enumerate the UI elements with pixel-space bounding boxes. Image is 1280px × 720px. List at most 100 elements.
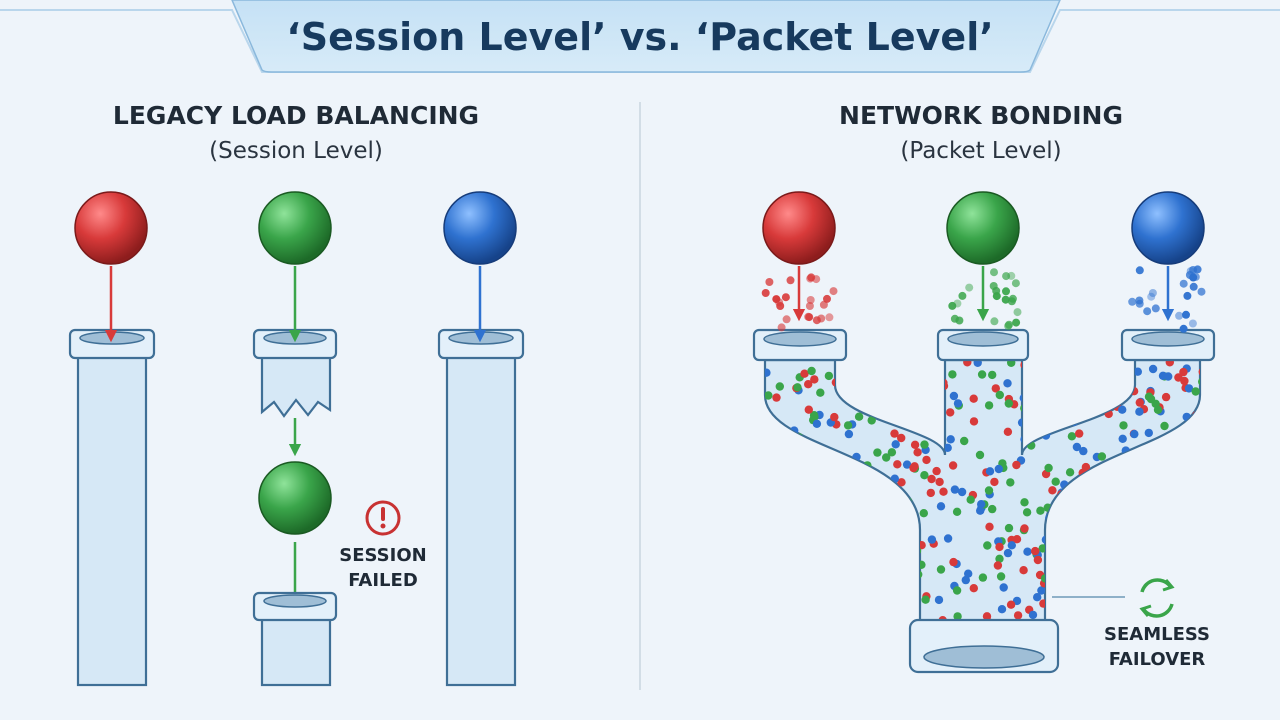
packet-dot bbox=[771, 467, 780, 477]
falling-packet-dot bbox=[1197, 287, 1206, 296]
packet-dot bbox=[1145, 526, 1154, 535]
packet-dot bbox=[920, 471, 929, 480]
packet-dot bbox=[1070, 565, 1080, 574]
alert-icon bbox=[365, 500, 401, 536]
packet-dot bbox=[969, 584, 978, 593]
packet-dot bbox=[1144, 428, 1154, 438]
packet-dot bbox=[996, 572, 1006, 581]
packet-dot bbox=[1138, 487, 1148, 496]
packet-dot bbox=[853, 391, 862, 400]
packet-dot bbox=[939, 487, 948, 496]
packet-dot bbox=[964, 569, 973, 578]
packet-dot bbox=[1004, 399, 1013, 408]
falling-packet-dot bbox=[1143, 307, 1152, 316]
packet-dot bbox=[765, 461, 766, 470]
packet-dot bbox=[1139, 524, 1149, 533]
falling-packet-dot bbox=[1011, 279, 1020, 288]
packet-dot bbox=[885, 378, 894, 388]
packet-dot bbox=[765, 461, 770, 471]
packet-dot bbox=[908, 609, 918, 618]
packet-dot bbox=[1048, 486, 1057, 495]
packet-dot bbox=[887, 448, 897, 457]
packet-dot bbox=[842, 363, 852, 373]
packet-dot bbox=[779, 432, 788, 442]
falling-packet-dot bbox=[989, 282, 998, 290]
packet-dot bbox=[768, 514, 778, 523]
packet-dot bbox=[1179, 438, 1188, 447]
falling-packet-dot bbox=[807, 273, 816, 282]
packet-dot bbox=[824, 488, 834, 497]
packet-dot bbox=[1073, 488, 1083, 497]
packet-dot bbox=[778, 428, 787, 437]
packet-dot bbox=[1037, 395, 1046, 404]
packet-dot bbox=[1091, 386, 1100, 395]
falling-packet-dot bbox=[1012, 318, 1021, 327]
falling-packet-dot bbox=[777, 323, 786, 332]
packet-dot bbox=[1149, 591, 1158, 600]
packet-dot bbox=[786, 578, 795, 587]
packet-dot bbox=[1065, 468, 1075, 477]
restart-pipe-green bbox=[252, 591, 338, 687]
packet-dot bbox=[1184, 384, 1194, 393]
packet-dot bbox=[995, 554, 1004, 563]
packet-dot bbox=[957, 487, 967, 497]
packet-dot bbox=[1130, 537, 1139, 546]
packet-dot bbox=[919, 509, 928, 518]
packet-dot bbox=[858, 360, 867, 368]
packet-dot bbox=[854, 412, 864, 421]
packet-dot bbox=[1070, 551, 1079, 561]
packet-dot bbox=[1151, 533, 1161, 542]
packet-dot bbox=[991, 384, 1000, 393]
packet-dot bbox=[984, 401, 994, 410]
packet-dot bbox=[1098, 505, 1107, 514]
packet-dot bbox=[1110, 559, 1119, 568]
falling-packet-dot bbox=[1189, 282, 1198, 291]
green-rerouted-ball bbox=[258, 461, 332, 535]
packet-dot bbox=[869, 518, 878, 527]
packet-dot bbox=[1068, 512, 1077, 521]
packet-dot bbox=[1006, 600, 1016, 609]
packet-dot bbox=[1072, 442, 1082, 452]
packet-dot bbox=[1168, 553, 1178, 562]
packet-dot bbox=[993, 561, 1003, 570]
packet-dot bbox=[765, 609, 771, 618]
packet-dot bbox=[1124, 521, 1134, 530]
packet-dot bbox=[1049, 384, 1059, 393]
packet-dot bbox=[825, 601, 834, 610]
falling-packet-dot bbox=[1148, 289, 1157, 297]
packet-dot bbox=[1174, 373, 1183, 382]
packet-dot bbox=[910, 440, 920, 449]
packet-dot bbox=[935, 477, 944, 487]
packet-dot bbox=[822, 464, 831, 473]
packet-dot bbox=[892, 582, 902, 591]
packet-dot bbox=[1187, 538, 1197, 548]
packet-dot bbox=[934, 595, 944, 605]
broken-pipe-green bbox=[252, 328, 338, 418]
packet-dot bbox=[1106, 507, 1115, 516]
packet-dot bbox=[862, 609, 871, 618]
packet-dot bbox=[847, 524, 856, 534]
packet-dot bbox=[765, 596, 774, 606]
packet-dot bbox=[1167, 561, 1176, 570]
packet-dot bbox=[1051, 477, 1060, 486]
packet-dot bbox=[1113, 385, 1123, 394]
packet-dot bbox=[808, 445, 817, 454]
packet-dot bbox=[927, 411, 936, 421]
packet-dot bbox=[866, 582, 876, 591]
packet-dot bbox=[1033, 593, 1042, 602]
packet-dot bbox=[1176, 579, 1185, 588]
packet-dot bbox=[879, 566, 888, 575]
packet-dot bbox=[831, 608, 841, 617]
packet-dot bbox=[976, 506, 985, 515]
packet-dot bbox=[1177, 541, 1186, 550]
packet-dot bbox=[1068, 551, 1077, 561]
packet-dot bbox=[1075, 429, 1084, 438]
packet-dot bbox=[844, 429, 854, 439]
packet-dot bbox=[1163, 596, 1172, 605]
packet-dot bbox=[939, 378, 948, 387]
packet-dot bbox=[807, 469, 816, 478]
packet-dot bbox=[907, 554, 916, 563]
packet-dot bbox=[1063, 599, 1073, 609]
packet-dot bbox=[1121, 608, 1130, 618]
